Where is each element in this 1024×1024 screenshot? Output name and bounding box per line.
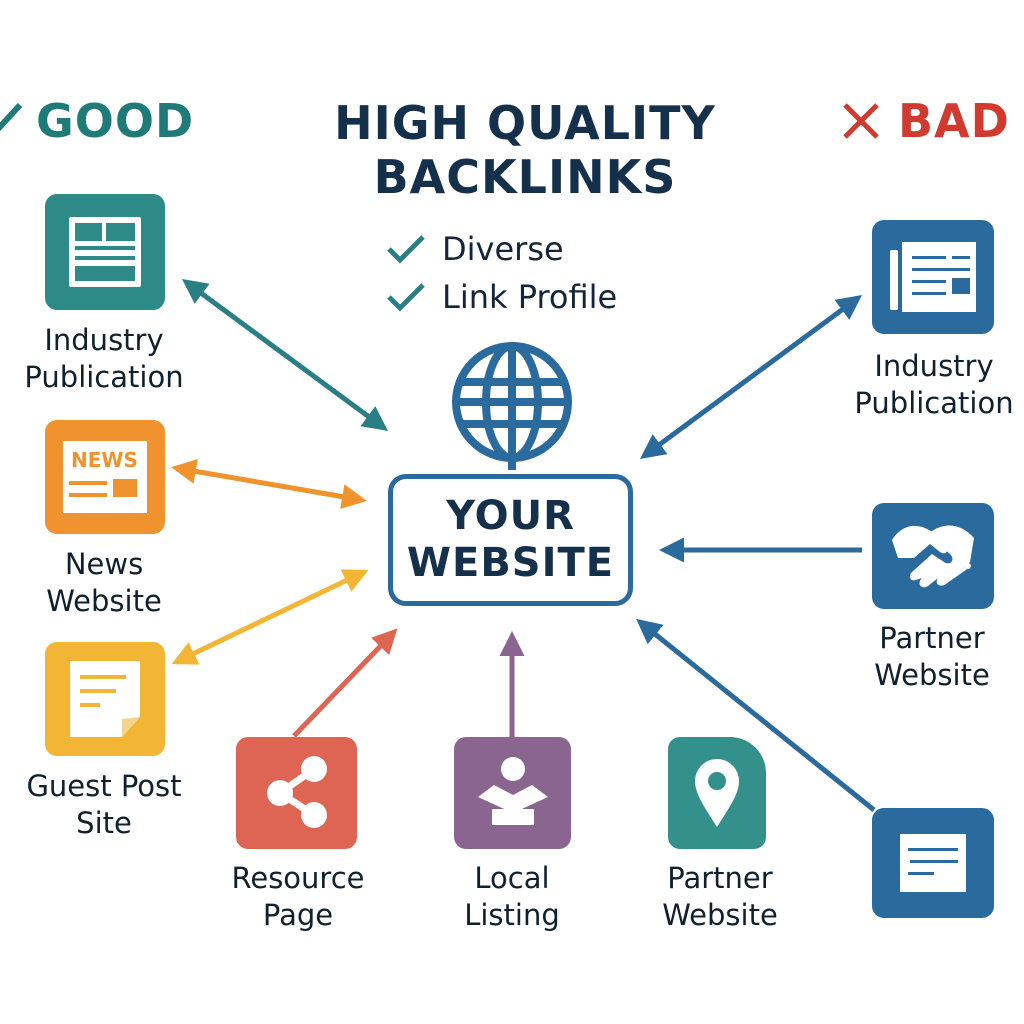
local-listing-tile[interactable] [454,737,571,849]
handshake-icon [892,525,974,588]
good-label: GOOD [36,94,195,148]
good-heading: GOOD [0,94,194,148]
newspaper-icon [890,242,976,312]
arrow-industry-bad [639,295,863,459]
arrow-document-bad [636,618,876,812]
arrow-industry-good [181,279,389,431]
guest-post-site-tile[interactable] [45,642,165,756]
title-line-1: HIGH QUALITY [334,96,716,150]
bad-document-tile[interactable] [872,808,994,918]
globe-icon [452,342,572,470]
x-icon [843,103,879,139]
checklist: Diverse Link Profile [386,228,617,322]
center-line-1: YOUR [446,493,575,539]
title-line-2: BACKLINKS [373,150,677,204]
check-icon [387,283,425,312]
center-line-2: WEBSITE [406,540,615,586]
news-website-tile[interactable]: NEWS [45,420,165,534]
page-title: HIGH QUALITY BACKLINKS [300,96,750,204]
news-icon: NEWS [63,441,147,513]
location-pin-icon [695,759,739,827]
bad-heading: BAD [842,94,1010,148]
arrow-resource [292,628,398,738]
publication-icon [69,217,141,287]
document-icon [900,834,966,892]
document-icon [70,661,140,737]
bad-label: BAD [898,94,1010,148]
bottom-partner-website-tile[interactable] [668,737,766,849]
checklist-item: Diverse [386,228,617,270]
bad-partner-website-tile[interactable] [872,503,994,609]
bad-industry-publication-tile[interactable] [872,220,994,334]
reader-icon [477,757,548,825]
resource-page-tile[interactable] [236,737,357,849]
arrow-news [171,459,367,509]
svg-text:NEWS: NEWS [71,448,138,472]
checklist-item: Link Profile [386,272,617,322]
arrow-guest-post [171,569,369,665]
your-website-node[interactable]: YOUR WEBSITE [388,474,633,606]
share-icon [266,756,327,828]
check-icon [0,103,23,132]
good-industry-publication-tile[interactable] [45,194,165,310]
check-icon [387,235,425,264]
